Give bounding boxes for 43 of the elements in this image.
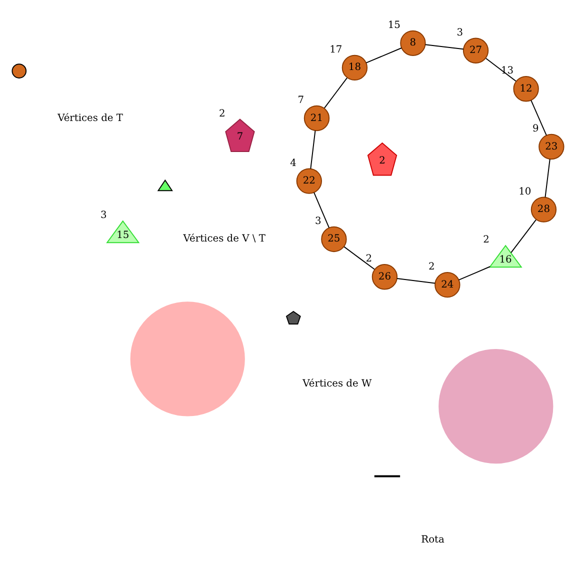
node-label: 7 — [298, 94, 304, 106]
connector — [314, 192, 330, 228]
node-circle — [130, 302, 245, 416]
connector — [324, 77, 348, 109]
legend-label: Vértices de T — [58, 112, 123, 124]
connector — [530, 100, 547, 136]
connector — [510, 219, 536, 254]
connector — [396, 278, 436, 284]
node-label: 2 — [428, 262, 435, 273]
node-circle — [438, 349, 554, 464]
legend-label: Vértices de W — [302, 378, 372, 390]
legend-label: Vértices de V \ T — [183, 234, 266, 245]
node-circle: 8 — [400, 30, 426, 56]
connector — [458, 266, 490, 280]
node-label: 17 — [330, 44, 342, 56]
connector — [366, 48, 402, 64]
node-circle: 26 — [372, 264, 398, 290]
node-label: 9 — [532, 123, 539, 134]
node-label: 4 — [290, 158, 296, 169]
node-circle: 24 — [434, 272, 460, 298]
node-label: 15 — [388, 20, 400, 31]
node-circle: 21 — [304, 105, 330, 132]
node-label: 2 — [483, 234, 490, 246]
connector — [485, 58, 516, 82]
node-circle: 22 — [296, 168, 322, 194]
node-circle: 28 — [530, 196, 557, 222]
legend-label: Rota — [421, 534, 444, 546]
node-label: 3 — [100, 210, 107, 222]
node-circle: 27 — [462, 38, 489, 64]
node-circle: 23 — [538, 134, 564, 160]
node-label: 2 — [219, 108, 226, 120]
node-circle: 18 — [342, 54, 368, 81]
node-label: 13 — [501, 66, 514, 77]
node-circle: 12 — [513, 76, 539, 102]
connector — [344, 246, 375, 270]
connector — [424, 44, 464, 50]
connector — [310, 130, 316, 170]
node-label: 3 — [456, 27, 464, 38]
node-label: 10 — [518, 186, 532, 198]
node-circle: 25 — [321, 226, 347, 252]
connector — [544, 158, 550, 198]
node-label: 2 — [366, 254, 372, 265]
node-label: 3 — [314, 216, 322, 227]
